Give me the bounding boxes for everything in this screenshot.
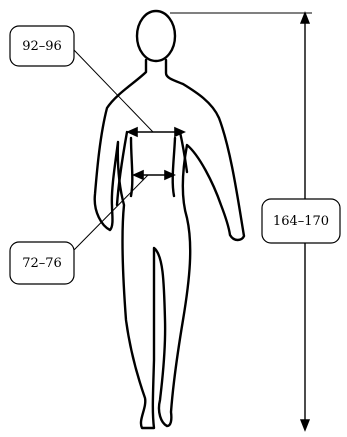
- female-figure-outline: [95, 11, 244, 428]
- waist-measure-arrow: [134, 171, 174, 179]
- waist-label: 72–76: [22, 256, 62, 271]
- torso-left-contour: [131, 138, 132, 196]
- bust-leader-line: [74, 50, 153, 132]
- bust-label: 92–96: [22, 39, 62, 54]
- body-outline: [95, 60, 244, 428]
- torso-right-contour: [173, 138, 175, 196]
- bust-label-box: 92–96: [10, 26, 74, 66]
- height-label-box: 164–170: [262, 199, 340, 243]
- waist-leader-line: [74, 175, 148, 250]
- bust-measure-arrow: [128, 128, 184, 136]
- waist-label-box: 72–76: [10, 242, 74, 284]
- height-label: 164–170: [273, 214, 329, 229]
- head-outline: [137, 11, 175, 61]
